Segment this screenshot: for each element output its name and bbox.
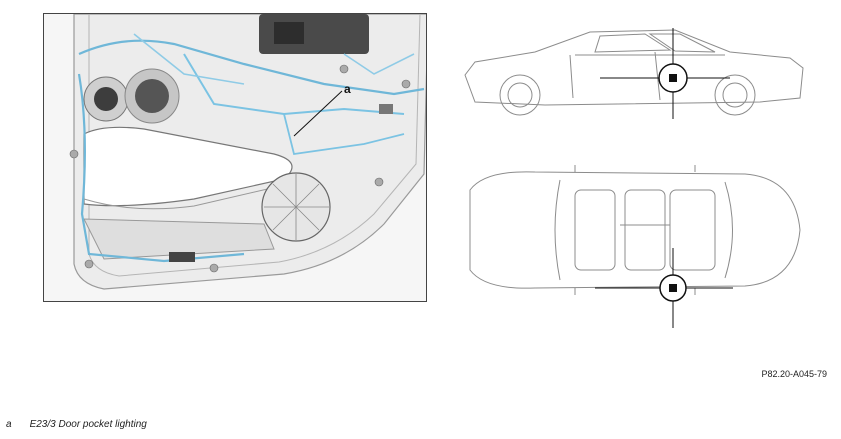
- legend-description: E23/3 Door pocket lighting: [29, 419, 147, 430]
- legend-key: a: [6, 419, 12, 430]
- figure-reference-code: P82.20-A045-79: [761, 369, 827, 379]
- car-side-drawing: [464, 28, 804, 119]
- door-panel-drawing: a: [69, 14, 426, 290]
- callout-label-a: a: [344, 82, 351, 96]
- legend-entry: a E23/3 Door pocket lighting: [6, 419, 147, 430]
- door-panel-illustration: a: [43, 13, 427, 302]
- car-top-drawing: [469, 165, 801, 328]
- car-side-view: [455, 20, 810, 120]
- car-top-view: [455, 160, 810, 330]
